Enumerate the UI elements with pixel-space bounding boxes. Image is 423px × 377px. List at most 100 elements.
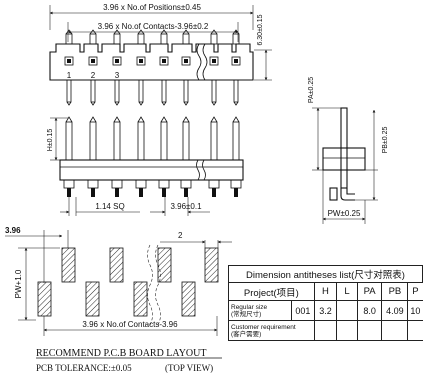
dim-pcb-pitch: 3.96 [5,226,21,235]
dim-positions: 3.96 x No.of Positions±0.45 [103,3,201,12]
top-pin-stub-tip [66,101,72,106]
top-pin-stub [90,79,96,103]
row-customer-pb [381,320,409,341]
top-pin-stub [161,79,167,103]
dim-pa: PA±0.25 [308,77,315,103]
pcb-layout-title: RECOMMEND P.C.B BOARD LAYOUT [36,348,207,359]
front-pin-tip [210,116,218,123]
dim-pcb-pad: 2 [178,231,183,240]
top-post-tip [232,29,240,35]
contact-square [64,56,74,66]
top-post [182,33,190,45]
dim-height: 6.30±0.15 [257,14,264,45]
row-customer-l [336,320,358,341]
front-pin-tail [234,188,238,197]
row-customer-pw [407,320,423,341]
top-post-tip [160,29,168,35]
row-regular-pa: 8.0 [356,300,383,321]
front-pin-tail [115,188,119,197]
front-pin-standoff [158,179,170,189]
pin-number-3: 3 [115,71,120,80]
pin-number-1: 1 [67,71,72,80]
front-pin-tail [139,188,143,197]
top-pin-stub [211,79,217,103]
row-regular-pw: 10 [407,300,423,321]
front-pin-tip [113,116,121,123]
contact-square [136,56,146,66]
dim-pcb-pw: PW+1.0 [14,269,23,298]
top-pin-stub-tip [138,101,144,106]
front-pin-tip [232,116,240,123]
front-pin-standoff [208,179,220,189]
top-post-tip [113,29,121,35]
row-regular-label-line2: (常规尺寸) [231,310,262,318]
contact-square-core [67,59,71,63]
top-pin-stub-tip [161,101,167,106]
top-post [89,33,97,45]
contact-square [231,56,241,66]
front-pin-tip [160,116,168,123]
top-pin-stub [183,79,189,103]
front-pin-tail [184,188,188,197]
dim-contacts: 3.96 x No.of Contacts-3.96±0.2 [98,22,209,31]
contact-square-core [162,59,166,63]
top-post [137,33,145,45]
row-customer-label-line2: (客户需要) [231,330,262,338]
front-pin [137,121,145,161]
top-post-tip [89,29,97,35]
table-header-row: Project(项目) H L PA PB P [228,282,423,301]
front-pin [182,121,190,161]
header-pb: PB [381,282,409,301]
dim-pw: PW±0.25 [328,209,361,218]
top-pin-stub [66,79,72,103]
top-post-tip [182,29,190,35]
contact-square-core [91,59,95,63]
top-post [160,33,168,45]
contact-square [112,56,122,66]
top-pin-stub-tip [211,101,217,106]
contact-square-core [184,59,188,63]
top-pin-stub-tip [183,101,189,106]
front-pin [89,121,97,161]
table-row-regular: Regular size (常规尺寸) 001 3.2 8.0 4.09 10 [227,300,423,321]
row-customer-pa [356,320,383,341]
top-post [65,33,73,45]
dim-pcb-span: 3.96 x No.of Contacts-3.96 [82,320,178,329]
top-pin-stub-tip [90,101,96,106]
side-view: PA±0.25 PB±0.25 PW±0.25 [308,77,389,224]
front-pin-standoff [230,179,242,189]
header-l: L [336,282,358,301]
top-post-tip [137,29,145,35]
front-pin-tip [137,116,145,123]
top-pin-stub [114,79,120,103]
front-pin-standoff [87,179,99,189]
header-pa: PA [356,282,383,301]
top-post [232,33,240,45]
front-pin-tail [67,188,71,197]
front-pin [113,121,121,161]
front-pin [210,121,218,161]
pcb-tolerance: PCB TOLERANCE:±0.05 [36,363,132,373]
contact-square-core [139,59,143,63]
row-customer-label: Customer requirement (客户需要) [228,320,315,341]
pcb-pad-lower [181,281,196,317]
front-pin-standoff [63,179,75,189]
pcb-pad-lower [133,281,148,317]
contact-square-core [234,59,238,63]
pin-number-2: 2 [91,71,96,80]
pcb-pad-lower [85,281,100,317]
front-pin [65,121,73,161]
pcb-pad-upper [204,247,219,283]
top-post-tip [65,29,73,35]
top-pin-stub [138,79,144,103]
top-pin-stub-tip [233,101,239,106]
front-pin-tail [162,188,166,197]
front-pin-tail [212,188,216,197]
pcb-pad-upper [157,247,172,283]
dimension-table: Dimension antitheses list(尺寸对照表) Project… [227,265,423,341]
front-pin-tip [65,116,73,123]
row-regular-label: Regular size (常规尺寸) [227,300,293,321]
front-pin [232,121,240,161]
pcb-view-label: (TOP VIEW) [165,363,213,373]
